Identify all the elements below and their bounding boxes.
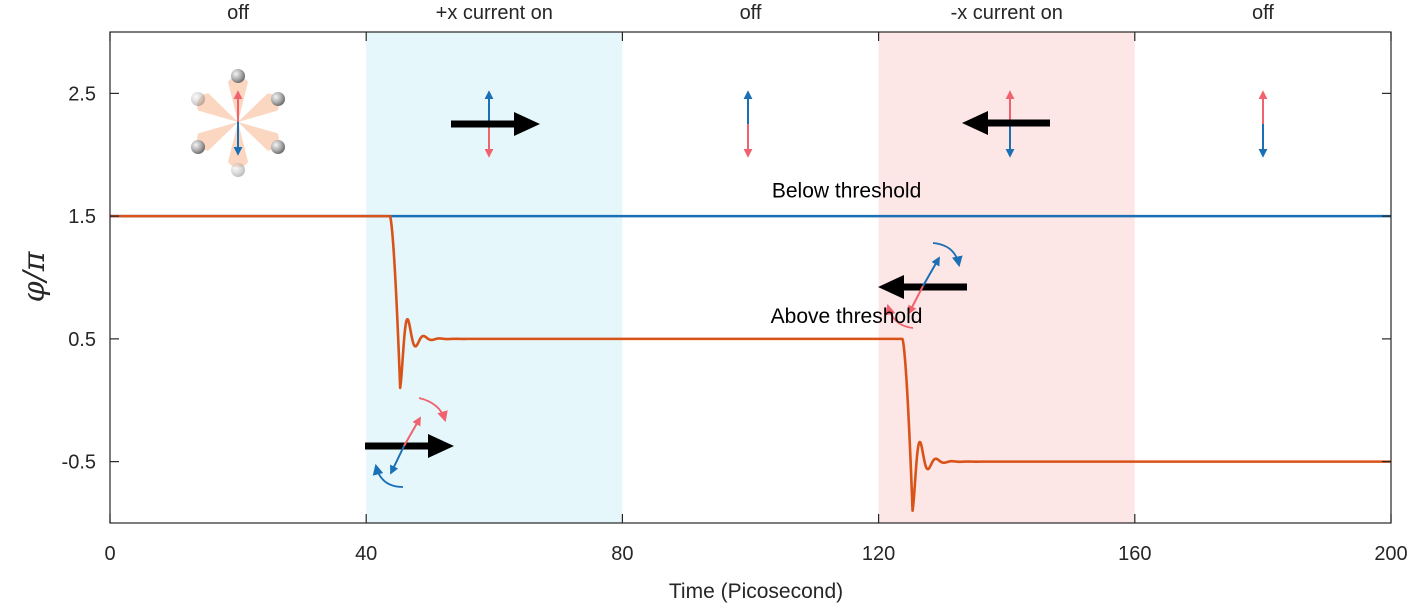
molecule-atoms: [191, 69, 285, 177]
current-arrow-icon: [365, 434, 454, 458]
phase-labels: off +x current on off -x current on off: [227, 2, 1274, 24]
phase-label-2: off: [740, 2, 762, 24]
current-arrow-icon: [962, 111, 1050, 135]
icons: [191, 69, 1268, 488]
x-tick-label-5: 200: [1374, 543, 1407, 565]
dipole-arrow-icon: [908, 256, 940, 315]
x-tick-label-3: 120: [862, 543, 895, 565]
current-arrow-icon: [878, 275, 967, 299]
dipole-arrow-icon: [390, 416, 421, 475]
phase-label-0: off: [227, 2, 249, 24]
curve-label-0: Below threshold: [772, 180, 921, 203]
y-tick-label-2: 1.5: [68, 206, 96, 228]
rotation-arrow-icon: [932, 242, 963, 268]
phase-label-1: +x current on: [436, 2, 553, 24]
rotation-arrow-icon: [884, 303, 914, 329]
phase-shade-1: [366, 32, 623, 523]
phase-label-4: off: [1252, 2, 1274, 24]
plot-frame: [109, 31, 1392, 524]
atom-top-right: [271, 92, 285, 106]
phase-shade-3: [878, 32, 1135, 523]
atom-bottom-left: [191, 140, 205, 154]
x-tick-label-4: 160: [1118, 543, 1151, 565]
axis-ticks: 0 40 80 120 160 200 -0.5 0.5 1.5 2.5: [62, 32, 1408, 565]
series-lines: [109, 214, 1392, 513]
phase-label-3: -x current on: [951, 2, 1063, 24]
curve-label-1: Above threshold: [771, 305, 923, 328]
atom-bottom-right: [271, 140, 285, 154]
atom-top: [231, 69, 245, 83]
y-tick-label-1: 0.5: [68, 329, 96, 351]
atom-bottom: [231, 163, 245, 177]
atom-top-left: [191, 92, 205, 106]
x-tick-label-2: 80: [611, 543, 633, 565]
phase-shading: [366, 32, 1135, 523]
x-tick-label-1: 40: [355, 543, 377, 565]
molecule-icon: [191, 69, 285, 177]
current-arrow-icon: [451, 112, 540, 136]
x-axis-title: Time (Picosecond): [669, 580, 843, 603]
rotation-arrow-icon: [372, 463, 404, 488]
x-tick-label-0: 0: [104, 543, 115, 565]
rotation-arrow-icon: [418, 397, 448, 423]
y-axis-title: φ/π: [17, 250, 52, 302]
y-tick-label-0: -0.5: [62, 452, 96, 474]
y-tick-label-3: 2.5: [68, 83, 96, 105]
series-line-1: [109, 214, 1392, 513]
